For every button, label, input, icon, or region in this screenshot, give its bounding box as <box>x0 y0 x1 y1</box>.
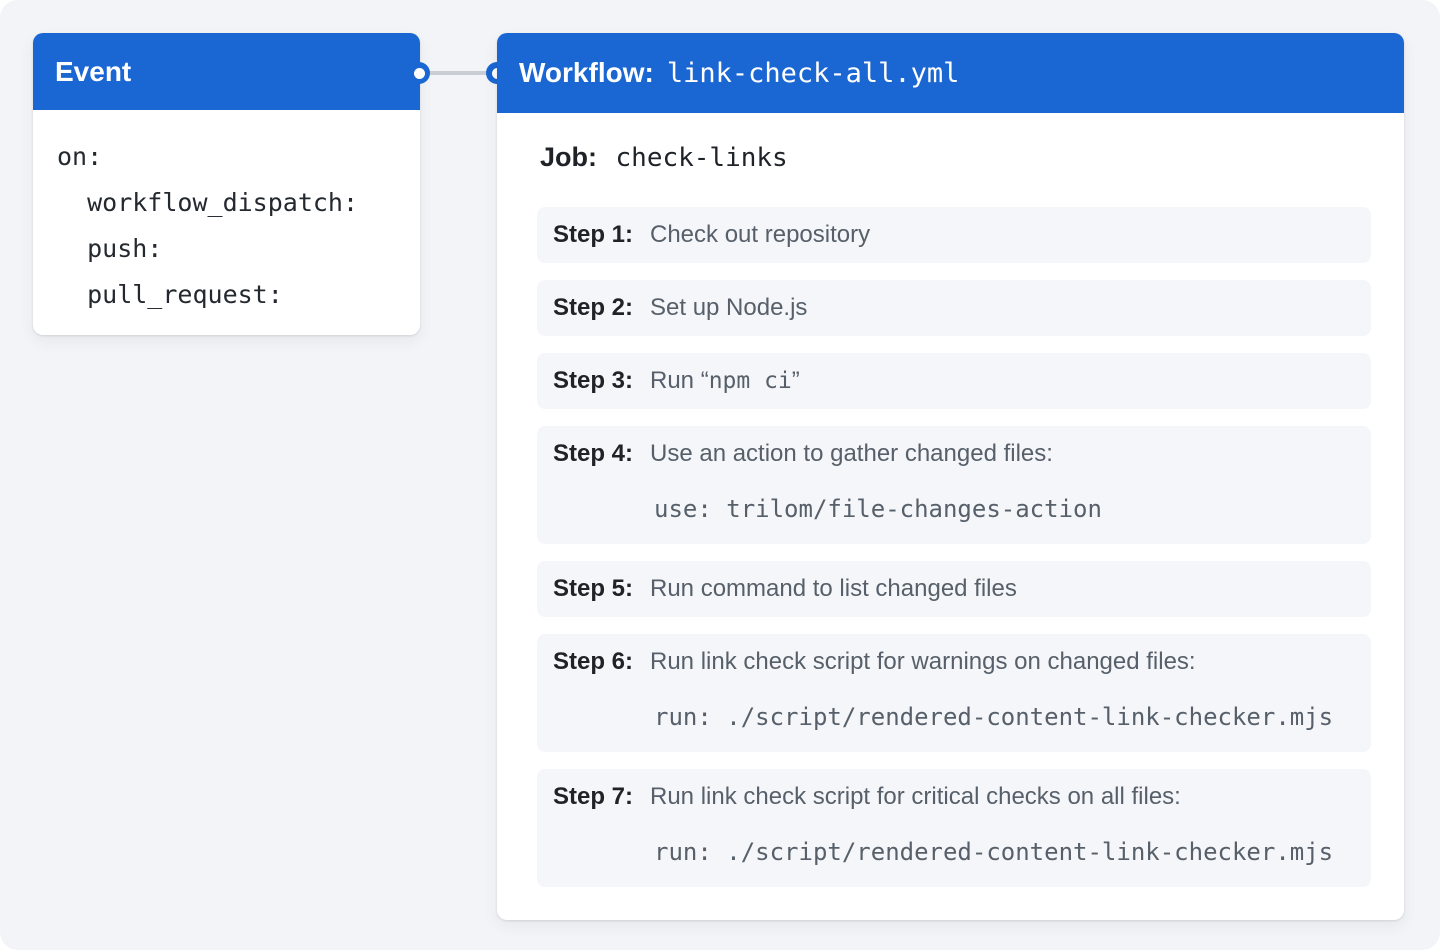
step-line: Step 1: Check out repository <box>553 221 870 249</box>
connector-dot-inner <box>413 67 425 79</box>
event-code-line: on: <box>57 142 103 171</box>
step-row-1: Step 1: Check out repository <box>537 207 1371 263</box>
job-name: check-links <box>615 143 788 173</box>
event-card-title: Event <box>55 55 132 87</box>
workflow-card-header: Workflow: link-check-all.yml <box>497 33 1404 113</box>
step-description: Run link check script for warnings on ch… <box>650 648 1196 675</box>
step-line: Step 6: Run link check script for warnin… <box>553 648 1355 676</box>
step-label: Step 1: <box>553 221 634 248</box>
event-code-block: on: workflow_dispatch: push: pull_reques… <box>33 110 420 318</box>
step-description: Check out repository <box>650 221 871 248</box>
steps-list: Step 1: Check out repository Step 2: Set… <box>537 207 1371 904</box>
step-label: Step 4: <box>553 440 634 467</box>
connector-dot-left <box>408 62 430 84</box>
event-card: Event on: workflow_dispatch: push: pull_… <box>33 33 420 335</box>
workflow-title-label: Workflow: <box>519 57 654 88</box>
step-code-line: run: ./script/rendered-content-link-chec… <box>654 838 1334 866</box>
step-line: Step 3: Run “npm ci” <box>553 367 800 395</box>
step-line: Step 4: Use an action to gather changed … <box>553 440 1355 468</box>
step-label: Step 3: <box>553 367 634 394</box>
step-label: Step 5: <box>553 575 634 602</box>
workflow-filename: link-check-all.yml <box>666 57 960 89</box>
step-description: Run “npm ci” <box>650 367 800 395</box>
step-row-5: Step 5: Run command to list changed file… <box>537 561 1371 617</box>
step-label: Step 7: <box>553 783 634 810</box>
event-card-header: Event <box>33 33 420 110</box>
step-row-2: Step 2: Set up Node.js <box>537 280 1371 336</box>
connector-line <box>419 71 497 75</box>
step-description: Set up Node.js <box>650 294 808 321</box>
step-label: Step 6: <box>553 648 634 675</box>
step-code-line: run: ./script/rendered-content-link-chec… <box>654 703 1334 731</box>
step-code-line: use: trilom/file-changes-action <box>654 495 1102 523</box>
workflow-card: Workflow: link-check-all.yml Job: check-… <box>497 33 1404 920</box>
step-description: Run command to list changed files <box>650 575 1017 602</box>
event-code-line: workflow_dispatch: <box>57 188 359 217</box>
step-description-text: Run “ <box>650 367 709 394</box>
step-label: Step 2: <box>553 294 634 321</box>
step-line: Step 5: Run command to list changed file… <box>553 575 1017 603</box>
job-label: Job: <box>540 142 597 172</box>
step-inline-code: npm ci <box>708 368 792 394</box>
step-description-text: ” <box>791 367 800 394</box>
step-row-6: Step 6: Run link check script for warnin… <box>537 634 1371 752</box>
event-code-line: pull_request: <box>57 280 283 309</box>
step-row-4: Step 4: Use an action to gather changed … <box>537 426 1371 544</box>
job-heading: Job: check-links <box>540 141 788 174</box>
event-code-line: push: <box>57 234 163 263</box>
step-line: Step 7: Run link check script for critic… <box>553 783 1355 811</box>
step-description: Use an action to gather changed files: <box>650 440 1053 467</box>
step-description: Run link check script for critical check… <box>650 783 1181 810</box>
step-row-3: Step 3: Run “npm ci” <box>537 353 1371 409</box>
step-row-7: Step 7: Run link check script for critic… <box>537 769 1371 887</box>
step-line: Step 2: Set up Node.js <box>553 294 807 322</box>
